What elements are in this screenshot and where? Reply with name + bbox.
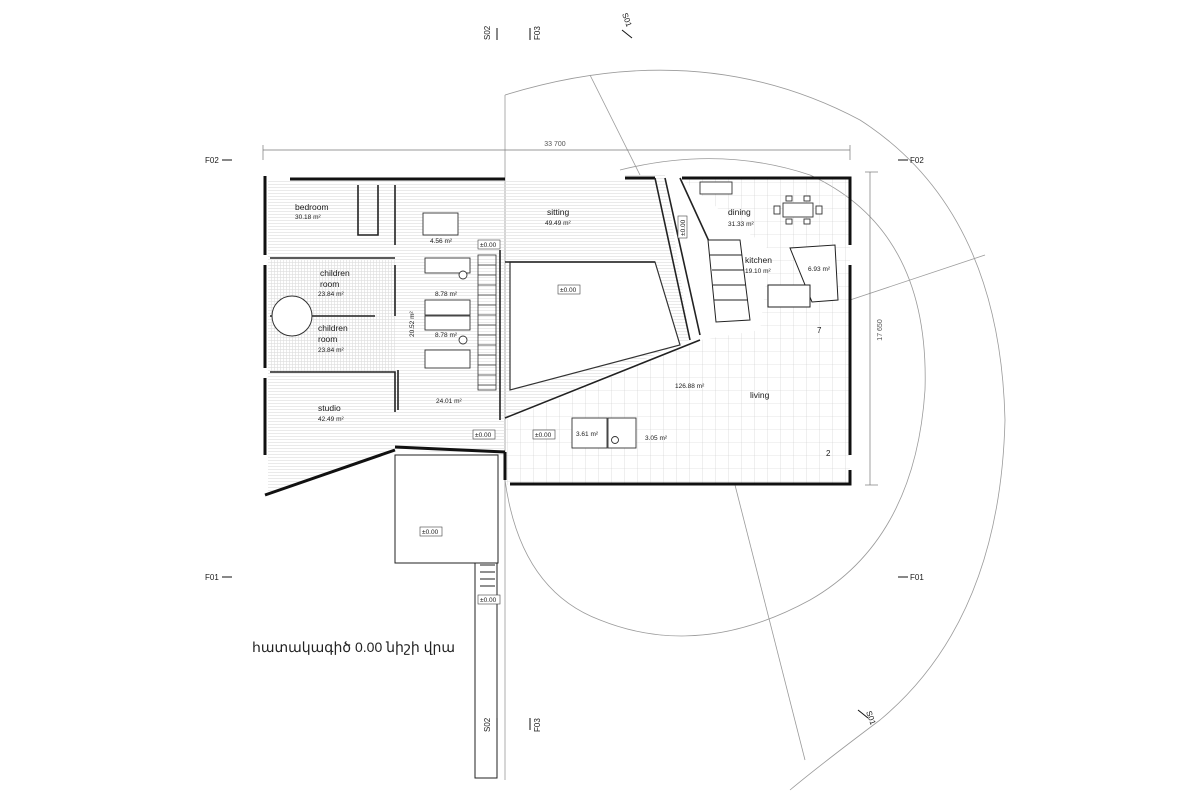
- children-room-1-label-2: room: [320, 279, 339, 289]
- section-f03-top: F03: [533, 26, 542, 40]
- stair-number-living: 2: [826, 449, 831, 458]
- walls: [263, 176, 852, 497]
- width-dimension: 33 700: [544, 141, 566, 148]
- kitchen-label: kitchen: [745, 255, 772, 265]
- kitchen-area: 19.10 m²: [745, 268, 771, 275]
- section-s01-bottom: S01: [864, 710, 878, 727]
- plan-caption: հատակագիծ 0.00 նիշի վրա: [252, 639, 455, 655]
- living-label: living: [750, 390, 770, 400]
- level-hall: ±0.00: [480, 242, 497, 249]
- wc-a-area: 3.61 m²: [576, 431, 599, 438]
- section-s01-top: S01: [620, 12, 634, 29]
- bath-small-area: 4.56 m²: [430, 238, 453, 245]
- corridor-b-area: 24.01 m²: [436, 398, 462, 405]
- section-markers: [222, 28, 908, 730]
- bathroom-fixtures: [422, 212, 637, 449]
- porch: [394, 454, 499, 779]
- living-area: 126.88 m²: [675, 383, 705, 390]
- section-f03-bottom: F03: [533, 718, 542, 732]
- level-entry-b: ±0.00: [535, 432, 552, 439]
- sitting-area: 49.49 m²: [545, 220, 571, 227]
- dimension-lines: [262, 145, 878, 486]
- bedroom-label: bedroom: [295, 202, 329, 212]
- level-courtyard: ±0.00: [560, 287, 577, 294]
- interior-walls: [270, 177, 746, 420]
- wc-b-area: 3.05 m²: [645, 435, 668, 442]
- sitting-label: sitting: [547, 207, 569, 217]
- section-f02-right: F02: [910, 156, 924, 165]
- children-room-2-label-2: room: [318, 334, 337, 344]
- level-porch: ±0.00: [422, 529, 439, 536]
- hall-stair: [477, 254, 497, 391]
- children-room-1-area: 23.84 m²: [318, 291, 344, 298]
- children-room-2-area: 23.84 m²: [318, 347, 344, 354]
- dining-label: dining: [728, 207, 751, 217]
- section-f01-right: F01: [910, 573, 924, 582]
- pantry-area: 6.93 m²: [808, 266, 831, 273]
- bedroom-area: 30.18 m²: [295, 214, 321, 221]
- studio-label: studio: [318, 403, 341, 413]
- level-path: ±0.00: [480, 597, 497, 604]
- children-room-1-label: children: [320, 268, 350, 278]
- studio-area: 42.49 m²: [318, 416, 344, 423]
- section-s02-bottom: S02: [483, 717, 492, 732]
- kitchen-counter: [707, 239, 839, 323]
- level-entry-a: ±0.00: [475, 432, 492, 439]
- dining-table: [699, 181, 823, 225]
- section-f02-left: F02: [205, 156, 219, 165]
- bath-b-area: 8.78 m²: [435, 332, 458, 339]
- section-f01-left: F01: [205, 573, 219, 582]
- dining-area: 31.33 m²: [728, 221, 754, 228]
- bath-a-area: 8.78 m²: [435, 291, 458, 298]
- section-s02-top: S02: [483, 25, 492, 40]
- level-marker-boxes: [419, 215, 688, 605]
- depth-dimension: 17 650: [877, 319, 884, 341]
- level-stair-top: ±0.00: [680, 219, 687, 236]
- round-table: [271, 295, 313, 337]
- children-room-2-label: children: [318, 323, 348, 333]
- stair-number-kitchen: 7: [817, 326, 822, 335]
- corridor-a-area: 20.52 m²: [409, 311, 416, 337]
